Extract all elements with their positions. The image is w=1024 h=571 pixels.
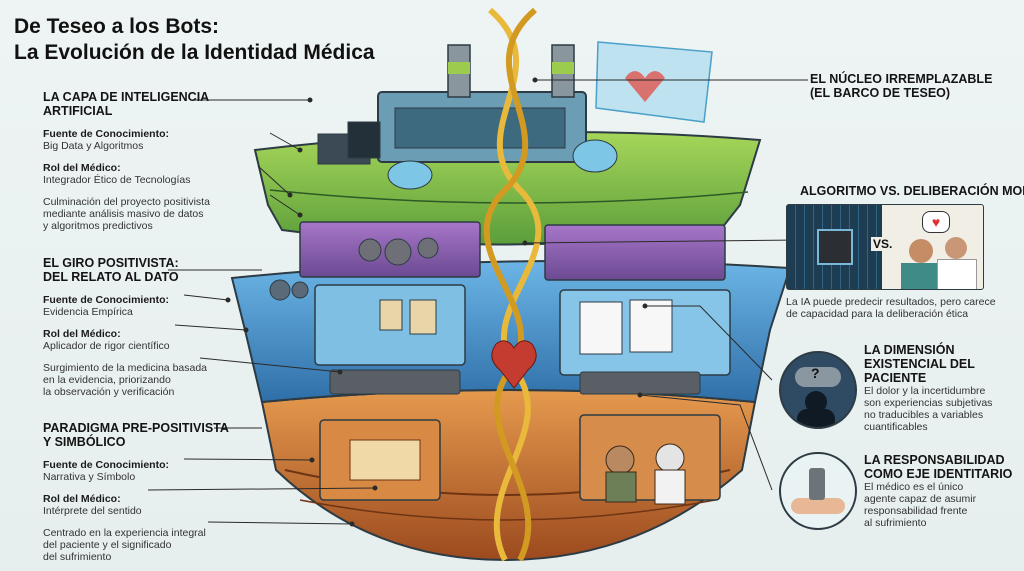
pre-positivist-source-label: Fuente de Conocimiento: bbox=[43, 459, 169, 471]
positivist-desc-1: Surgimiento de la medicina basada bbox=[43, 362, 208, 374]
responsibility-heading-1: LA RESPONSABILIDAD bbox=[864, 453, 1005, 467]
positivist-source-label: Fuente de Conocimiento: bbox=[43, 294, 169, 306]
positivist-block: EL GIRO POSITIVISTA: DEL RELATO AL DATO … bbox=[43, 256, 288, 398]
ai-layer-source-label: Fuente de Conocimiento: bbox=[43, 128, 169, 140]
positivist-role-label: Rol del Médico: bbox=[43, 328, 121, 340]
algorithm-caption: La IA puede predecir resultados, pero ca… bbox=[786, 296, 996, 320]
responsibility-desc-1: El médico es el único bbox=[864, 481, 964, 493]
positivist-desc-3: la observación y verificación bbox=[43, 386, 175, 398]
core-heading-1: EL NÚCLEO IRREMPLAZABLE bbox=[810, 72, 993, 86]
core-block: EL NÚCLEO IRREMPLAZABLE (EL BARCO DE TES… bbox=[810, 72, 992, 100]
existential-desc-3: no traducibles a variables bbox=[864, 409, 984, 421]
pre-positivist-desc-1: Centrado en la experiencia integral bbox=[43, 527, 206, 539]
ship-bridge bbox=[317, 44, 618, 190]
dna-helix bbox=[483, 7, 542, 562]
ai-layer-heading-2: ARTIFICIAL bbox=[43, 104, 113, 118]
algorithm-panel: VS. ♥ bbox=[786, 204, 984, 290]
algorithm-caption-1: La IA puede predecir resultados, pero ca… bbox=[786, 296, 996, 308]
algorithm-heading: ALGORITMO VS. DELIBERACIÓN MORAL bbox=[800, 184, 1024, 198]
pre-positivist-heading-2: Y SIMBÓLICO bbox=[43, 435, 126, 449]
responsibility-desc-2: agente capaz de asumir bbox=[864, 493, 977, 505]
patient-body-icon bbox=[901, 263, 939, 289]
responsibility-block: LA RESPONSABILIDAD COMO EJE IDENTITARIO … bbox=[864, 453, 1012, 529]
responsibility-desc-3: responsabilidad frente bbox=[864, 505, 968, 517]
positivist-desc-2: en la evidencia, priorizando bbox=[43, 374, 171, 386]
hand-holding-icon bbox=[779, 452, 857, 530]
pre-positivist-block: PARADIGMA PRE-POSITIVISTA Y SIMBÓLICO Fu… bbox=[43, 421, 288, 563]
ai-layer-desc-3: y algoritmos predictivos bbox=[43, 220, 153, 232]
core-heading-2: (EL BARCO DE TESEO) bbox=[810, 86, 951, 100]
title-line-2: La Evolución de la Identidad Médica bbox=[14, 41, 375, 64]
patient-head-icon bbox=[909, 239, 933, 263]
pre-positivist-role-label: Rol del Médico: bbox=[43, 493, 121, 505]
pre-positivist-heading-1: PARADIGMA PRE-POSITIVISTA bbox=[43, 421, 229, 435]
pre-positivist-role-value: Intérprete del sentido bbox=[43, 505, 142, 517]
responsibility-desc-4: al sufrimiento bbox=[864, 517, 927, 529]
doctor-head-icon bbox=[945, 237, 967, 259]
existential-heading-2: EXISTENCIAL DEL bbox=[864, 357, 975, 371]
hologram-screen bbox=[595, 41, 713, 123]
positivist-hull bbox=[230, 259, 792, 404]
doctor-coat-icon bbox=[937, 259, 977, 289]
page-title: De Teseo a los Bots: La Evolución de la … bbox=[14, 14, 434, 66]
positivist-source-value: Evidencia Empírica bbox=[43, 306, 133, 318]
pre-positivist-source-value: Narrativa y Símbolo bbox=[43, 471, 136, 483]
ai-layer-role-label: Rol del Médico: bbox=[43, 162, 121, 174]
existential-heading-3: PACIENTE bbox=[864, 371, 927, 385]
ai-layer-heading-1: LA CAPA DE INTELIGENCIA bbox=[43, 90, 210, 104]
responsibility-heading-2: COMO EJE IDENTITARIO bbox=[864, 467, 1013, 481]
title-line-1: De Teseo a los Bots: bbox=[14, 15, 219, 38]
pre-positivist-desc-2: del paciente y el significado bbox=[43, 539, 172, 551]
leader-lines bbox=[147, 77, 808, 527]
question-cloud-icon: ? bbox=[779, 351, 857, 429]
pre-positivist-desc-3: del sufrimiento bbox=[43, 551, 112, 563]
positivist-role-value: Aplicador de rigor científico bbox=[43, 340, 170, 352]
ai-layer-block: LA CAPA DE INTELIGENCIA ARTIFICIAL Fuent… bbox=[43, 90, 288, 232]
existential-desc-1: El dolor y la incertidumbre bbox=[864, 385, 986, 397]
positivist-heading-2: DEL RELATO AL DATO bbox=[43, 270, 179, 284]
existential-desc-4: cuantificables bbox=[864, 421, 928, 433]
positivist-heading-1: EL GIRO POSITIVISTA: bbox=[43, 256, 179, 270]
heart-bubble-icon: ♥ bbox=[922, 211, 950, 233]
ai-layer-desc-1: Culminación del proyecto positivista bbox=[43, 196, 210, 208]
ai-layer-role-value: Integrador Ético de Tecnologías bbox=[43, 174, 191, 186]
ai-layer-source-value: Big Data y Algoritmos bbox=[43, 140, 144, 152]
chip-icon bbox=[817, 229, 853, 265]
existential-block: LA DIMENSIÓN EXISTENCIAL DEL PACIENTE El… bbox=[864, 343, 992, 433]
algorithm-caption-2: de capacidad para la deliberación ética bbox=[786, 308, 969, 320]
existential-desc-2: son experiencias subjetivas bbox=[864, 397, 993, 409]
existential-heading-1: LA DIMENSIÓN bbox=[864, 343, 955, 357]
ai-layer-desc-2: mediante análisis masivo de datos bbox=[43, 208, 204, 220]
vs-label: VS. bbox=[871, 237, 895, 251]
algorithm-block: ALGORITMO VS. DELIBERACIÓN MORAL bbox=[800, 184, 1024, 198]
